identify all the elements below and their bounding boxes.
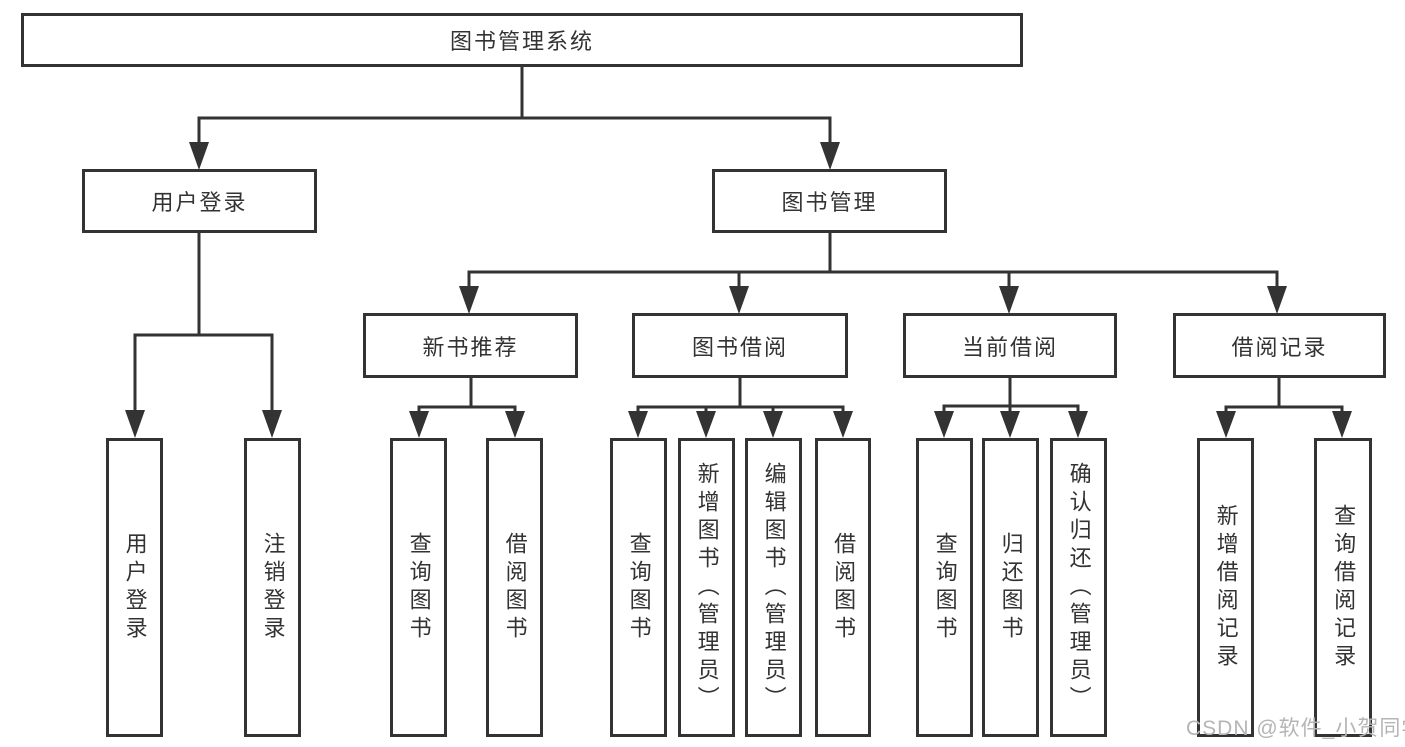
leaf-add-book-admin: 新增图书（管理员） <box>678 438 735 737</box>
leaf-query-books-2-label: 查询图书 <box>626 531 652 644</box>
leaf-add-borrow-record: 新增借阅记录 <box>1197 438 1254 737</box>
leaf-user-login: 用户登录 <box>106 438 163 737</box>
leaf-borrow-books-1: 借阅图书 <box>486 438 543 737</box>
leaf-return-books-label: 归还图书 <box>998 531 1024 644</box>
connector-new-book-to-leaves <box>417 376 517 414</box>
node-new-book-recommend: 新书推荐 <box>363 313 578 378</box>
node-current-borrow: 当前借阅 <box>903 313 1117 378</box>
arrowhead <box>1267 286 1287 314</box>
leaf-confirm-return-admin-label: 确认归还（管理员） <box>1066 461 1092 714</box>
leaf-query-books-1-label: 查询图书 <box>406 531 432 644</box>
leaf-query-borrow-record-label: 查询借阅记录 <box>1331 503 1357 672</box>
arrowhead <box>934 411 954 438</box>
node-book-management: 图书管理 <box>712 169 947 233</box>
leaf-logout: 注销登录 <box>244 438 301 737</box>
leaf-return-books: 归还图书 <box>982 438 1039 737</box>
arrowhead <box>1068 411 1088 438</box>
arrowhead <box>999 286 1019 314</box>
arrowhead <box>820 142 840 170</box>
node-borrow-records: 借阅记录 <box>1173 313 1386 378</box>
connector-root-to-level2 <box>197 65 832 144</box>
leaf-add-borrow-record-label: 新增借阅记录 <box>1213 503 1239 672</box>
leaf-add-book-admin-label: 新增图书（管理员） <box>694 461 720 714</box>
leaf-query-borrow-record: 查询借阅记录 <box>1314 438 1372 737</box>
leaf-edit-book-admin-label: 编辑图书（管理员） <box>761 461 787 714</box>
arrowhead <box>409 411 429 438</box>
node-user-login: 用户登录 <box>82 169 317 233</box>
arrowhead <box>1000 411 1020 438</box>
leaf-query-books-1: 查询图书 <box>390 438 447 737</box>
leaf-query-books-3: 查询图书 <box>916 438 973 737</box>
connector-book-borrow-to-leaves <box>636 376 845 414</box>
leaf-query-books-2: 查询图书 <box>610 438 667 737</box>
leaf-logout-label: 注销登录 <box>260 531 286 644</box>
leaf-borrow-books-2: 借阅图书 <box>815 438 871 737</box>
arrowhead <box>189 142 209 170</box>
arrowhead <box>1216 411 1236 438</box>
leaf-edit-book-admin: 编辑图书（管理员） <box>745 438 802 737</box>
leaf-borrow-books-2-label: 借阅图书 <box>831 531 857 644</box>
arrowhead <box>763 411 783 438</box>
arrowhead <box>729 286 749 314</box>
arrowhead <box>125 410 145 438</box>
arrowhead <box>696 411 716 438</box>
leaf-user-login-label: 用户登录 <box>122 531 148 644</box>
connector-current-borrow-to-leaves <box>942 376 1080 414</box>
arrowhead <box>833 411 853 438</box>
arrowhead <box>505 411 525 438</box>
connector-user-login-to-leaves <box>133 231 274 412</box>
arrowhead <box>459 286 479 314</box>
leaf-confirm-return-admin: 确认归还（管理员） <box>1050 438 1107 737</box>
leaf-query-books-3-label: 查询图书 <box>932 531 958 644</box>
node-book-borrow: 图书借阅 <box>632 313 848 378</box>
arrowhead <box>1332 411 1352 438</box>
arrowhead <box>628 411 648 438</box>
connector-borrow-records-to-leaves <box>1224 376 1344 414</box>
connector-book-management-to-level3 <box>467 231 1279 290</box>
node-library-system: 图书管理系统 <box>21 13 1023 67</box>
arrowhead <box>262 410 282 438</box>
leaf-borrow-books-1-label: 借阅图书 <box>502 531 528 644</box>
csdn-watermark: CSDN @软件_小贺同学 <box>1186 717 1405 740</box>
